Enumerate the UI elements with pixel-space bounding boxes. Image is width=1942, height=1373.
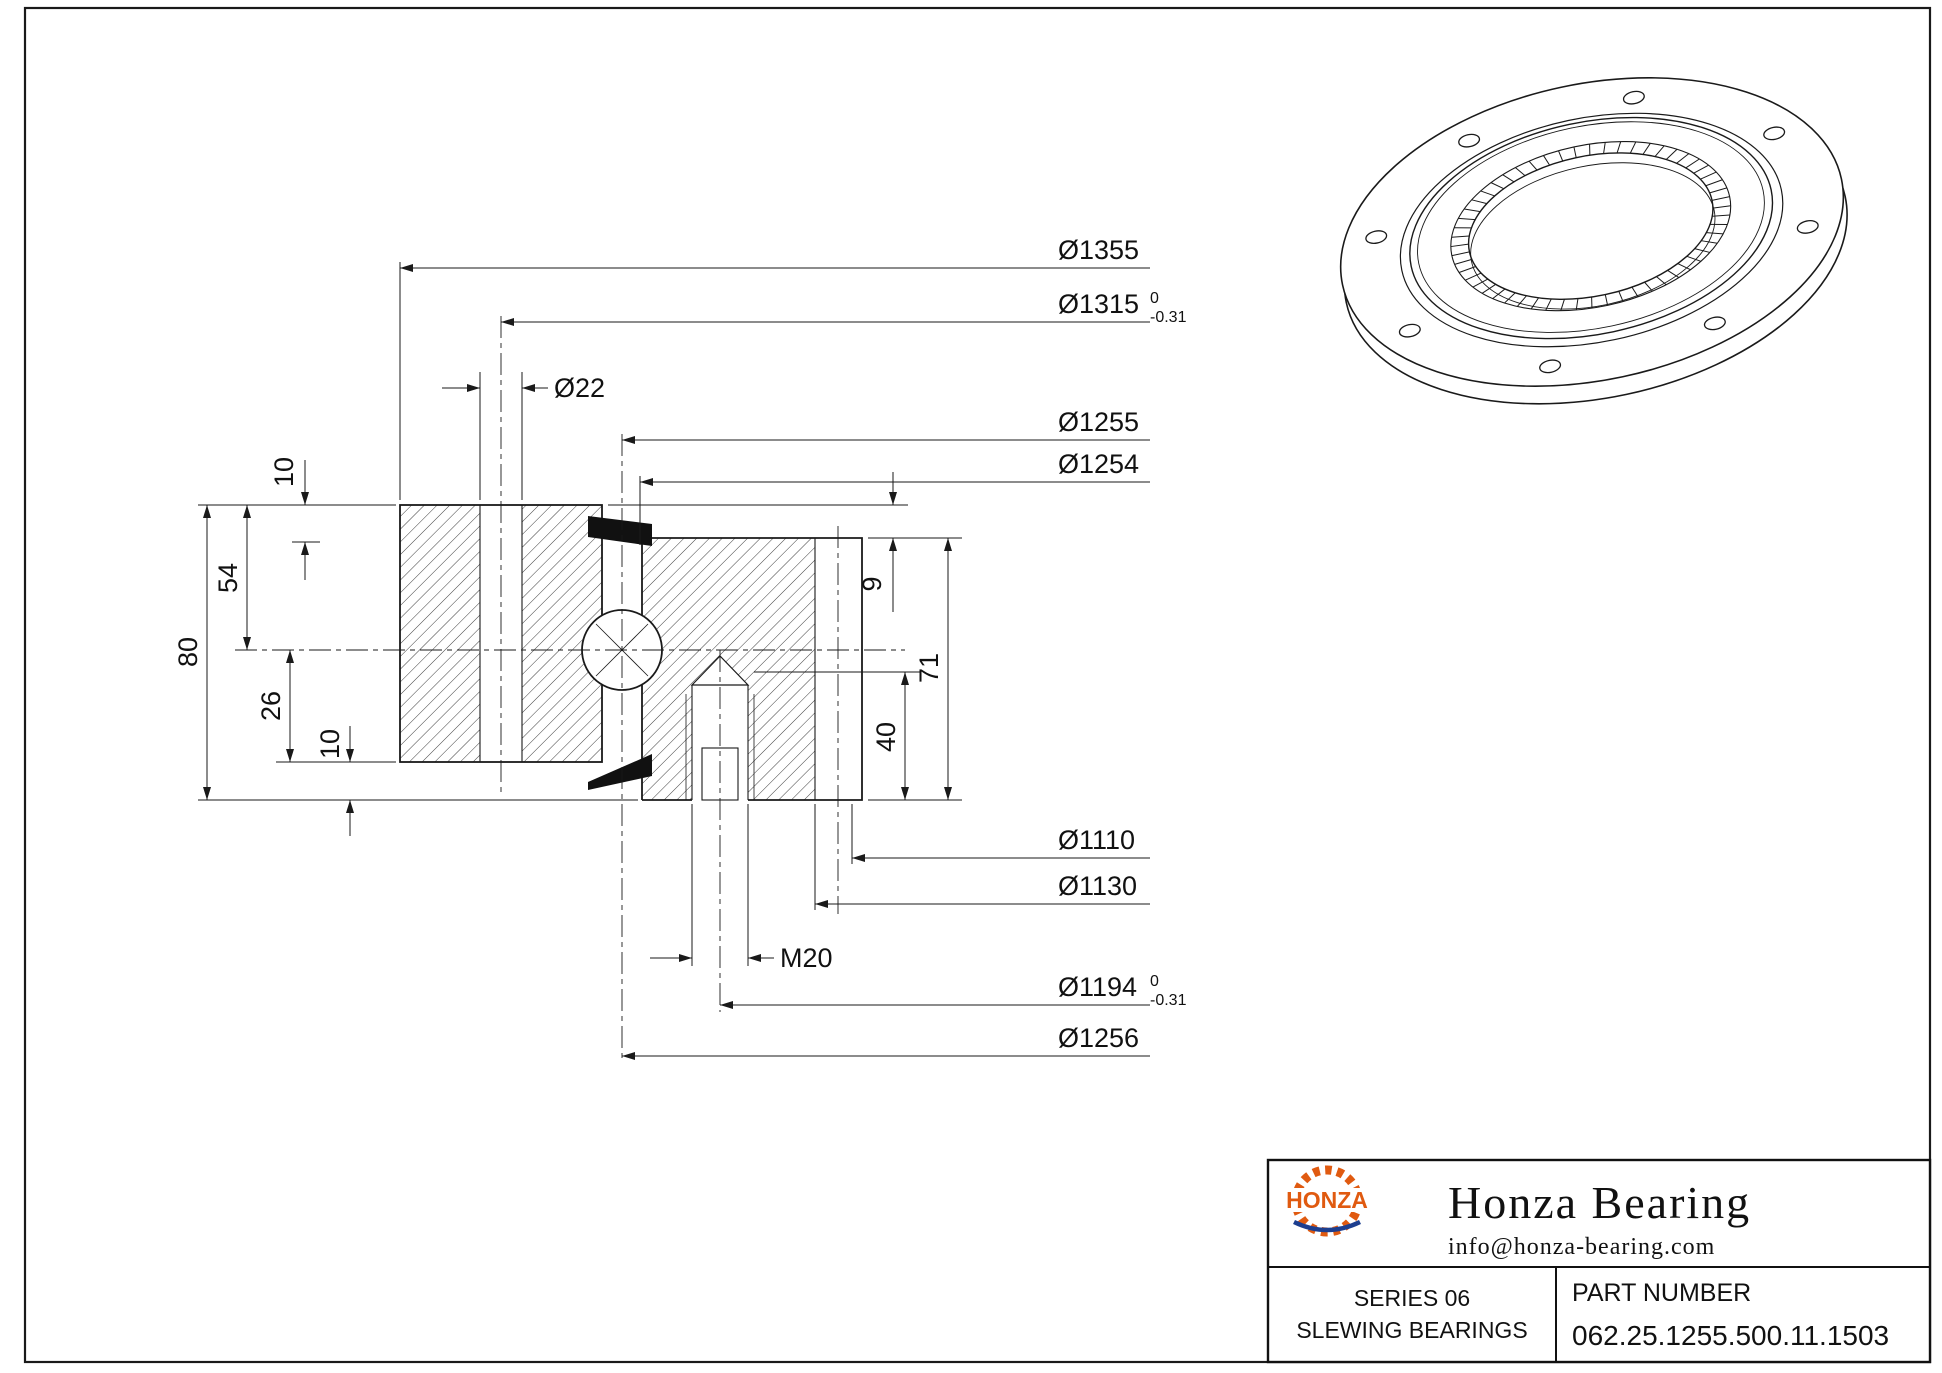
isometric-view	[1339, 77, 1848, 405]
dim-label-d1315: Ø1315	[1058, 289, 1139, 319]
dimensions: Ø1355 Ø1315 0 -0.31 Ø1255 Ø1254 Ø1110 Ø1…	[173, 235, 1187, 1060]
bolt-hole	[1458, 133, 1481, 148]
dim-label-d1194-tol-hi: 0	[1150, 973, 1159, 990]
dim-label-h10-bottom: 10	[315, 729, 345, 759]
part-number-label: PART NUMBER	[1572, 1279, 1751, 1307]
dim-label-h40: 40	[871, 722, 901, 752]
dim-label-d1254: Ø1254	[1058, 449, 1139, 479]
inner-ring-face-line	[1417, 121, 1765, 333]
part-number-value: 062.25.1255.500.11.1503	[1572, 1320, 1889, 1351]
dim-label-d1194: Ø1194	[1058, 972, 1137, 1002]
seal-top	[588, 516, 652, 546]
bolt-hole	[1539, 359, 1562, 374]
dim-label-d1194-tol-lo: -0.31	[1150, 992, 1187, 1009]
company-logo: HONZA	[1286, 1165, 1368, 1237]
dim-label-d1256: Ø1256	[1058, 1023, 1139, 1053]
dim-label-m20: M20	[780, 943, 833, 973]
company-email: info@honza-bearing.com	[1448, 1234, 1715, 1260]
dim-label-d1130: Ø1130	[1058, 871, 1137, 901]
logo-text: HONZA	[1286, 1187, 1368, 1213]
dim-label-h54: 54	[213, 563, 243, 593]
dim-label-d1355: Ø1355	[1058, 235, 1139, 265]
dim-label-h26: 26	[256, 691, 286, 721]
bolt-holes	[1365, 90, 1819, 374]
dim-label-h71: 71	[914, 653, 944, 683]
dim-label-d1315-tol-lo: -0.31	[1150, 309, 1187, 326]
centerlines	[235, 316, 905, 1058]
bolt-hole	[1398, 323, 1421, 338]
dim-label-h10-top: 10	[269, 457, 299, 487]
dim-label-d1255: Ø1255	[1058, 407, 1139, 437]
gear-teeth-icon	[1450, 141, 1731, 311]
title-block-border	[1266, 1158, 1932, 1364]
outer-ring-inner-edge	[1399, 112, 1784, 348]
series-type-label: SLEWING BEARINGS	[1296, 1317, 1527, 1343]
dim-label-d22: Ø22	[554, 373, 605, 403]
logo-text-backplate	[1291, 1188, 1363, 1212]
dim-label-h9: 9	[857, 576, 887, 591]
bolt-hole	[1622, 90, 1645, 105]
logo-swoosh	[1293, 1219, 1361, 1233]
dim-label-d1315-tol-hi: 0	[1150, 290, 1159, 307]
bolt-hole	[1796, 220, 1819, 234]
seal-bottom	[588, 754, 652, 790]
bolt-hole	[1703, 316, 1726, 331]
dim-label-d1110: Ø1110	[1058, 825, 1135, 855]
dim-label-h80: 80	[173, 637, 203, 667]
title-block: HONZA Honza Bearing info@honza-bearing.c…	[1266, 1158, 1932, 1364]
gear-rim	[815, 538, 862, 800]
bolt-hole	[1365, 230, 1388, 244]
series-label: SERIES 06	[1354, 1285, 1470, 1311]
company-name: Honza Bearing	[1448, 1177, 1751, 1228]
bolt-hole	[1763, 126, 1786, 141]
